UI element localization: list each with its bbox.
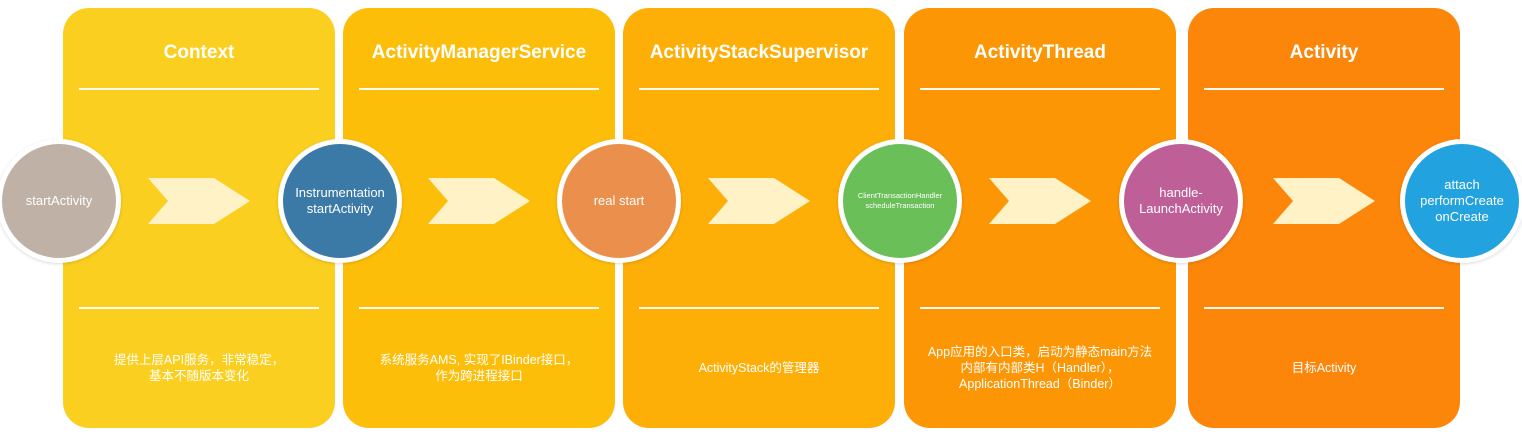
panel-title: ActivityThread [974, 42, 1106, 63]
divider [79, 307, 319, 309]
node-start-activity: startActivity [0, 139, 121, 263]
arrow-right-icon [1273, 178, 1375, 224]
panel-title: Context [163, 42, 235, 63]
divider [639, 307, 879, 309]
divider [639, 88, 879, 90]
divider [359, 307, 599, 309]
panel-description: ActivityStack的管理器 [698, 361, 820, 375]
divider [359, 88, 599, 90]
node-label: handle- LaunchActivity [1124, 144, 1238, 258]
arrow-right-icon [989, 178, 1091, 224]
node-instrumentation: Instrumentation startActivity [278, 139, 402, 263]
panel-title: Activity [1289, 42, 1359, 63]
panel-description: 目标Activity [1291, 361, 1357, 375]
node-real-start: real start [557, 139, 681, 263]
node-client-transaction-handler: ClientTransactionHandler scheduleTransac… [838, 139, 962, 263]
arrow-right-icon [148, 178, 250, 224]
node-label: ClientTransactionHandler scheduleTransac… [843, 144, 957, 258]
panel-description: 提供上层API服务，非常稳定， 基本不随版本变化 [113, 353, 285, 383]
panel-description: App应用的入口类，启动为静态main方法 内部有内部类H（Handler）， … [927, 345, 1153, 391]
divider [920, 88, 1160, 90]
divider [1204, 88, 1444, 90]
divider [1204, 307, 1444, 309]
node-attach-perform-create: attach performCreate onCreate [1400, 139, 1522, 263]
divider [79, 88, 319, 90]
divider [920, 307, 1160, 309]
panel-title: ActivityStackSupervisor [649, 42, 869, 63]
panel-description: 系统服务AMS, 实现了IBinder接口， 作为跨进程接口 [379, 353, 579, 383]
arrow-right-icon [708, 178, 810, 224]
node-label: real start [562, 144, 676, 258]
node-label: Instrumentation startActivity [283, 144, 397, 258]
arrow-right-icon [428, 178, 530, 224]
panel-title: ActivityManagerService [371, 42, 587, 63]
node-label: startActivity [2, 144, 116, 258]
node-handle-launch-activity: handle- LaunchActivity [1119, 139, 1243, 263]
node-label: attach performCreate onCreate [1405, 144, 1519, 258]
